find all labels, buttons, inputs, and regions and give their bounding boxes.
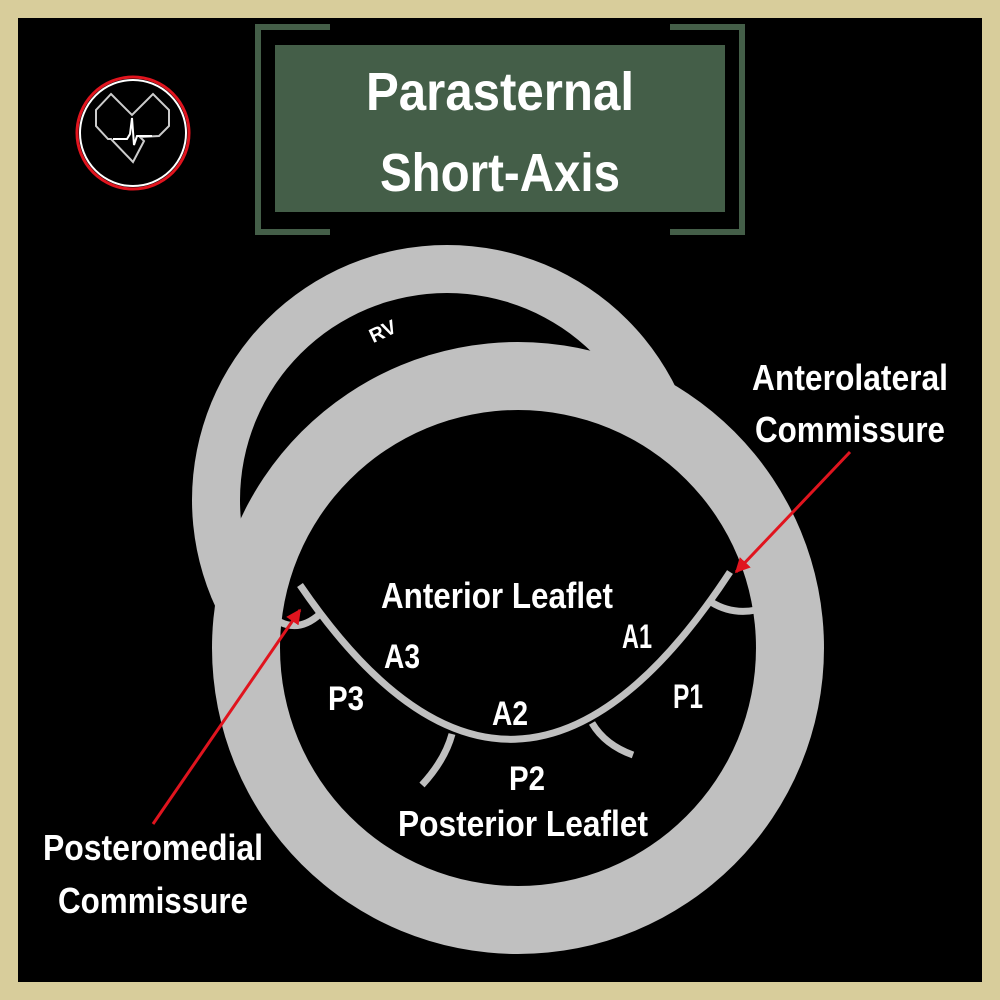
p1-label: P1 bbox=[673, 678, 703, 716]
title-line-2: Short-Axis bbox=[380, 143, 620, 203]
p2-p1-scallop-divider bbox=[588, 721, 635, 759]
title-line-1: Parasternal bbox=[366, 62, 634, 122]
posteromedial-label-line-1: Posteromedial bbox=[43, 827, 263, 868]
heart-logo-icon bbox=[75, 75, 191, 191]
p3-p2-scallop-divider bbox=[419, 733, 456, 788]
p3-label: P3 bbox=[328, 680, 364, 718]
anterior-leaflet-label: Anterior Leaflet bbox=[381, 575, 613, 616]
anterolateral-label-line-2: Commissure bbox=[755, 409, 945, 450]
a1-label: A1 bbox=[622, 618, 652, 656]
anterolateral-commissure-arc bbox=[709, 598, 757, 615]
posteromedial-label-line-2: Commissure bbox=[58, 880, 248, 921]
posteromedial-arrow bbox=[151, 608, 302, 825]
a2-label: A2 bbox=[492, 695, 528, 733]
p2-label: P2 bbox=[509, 760, 545, 798]
anterolateral-label-line-1: Anterolateral bbox=[752, 357, 948, 398]
coaptation-line bbox=[297, 570, 733, 743]
title-frame bbox=[255, 24, 745, 235]
anterolateral-arrow bbox=[734, 450, 852, 574]
a3-label: A3 bbox=[384, 638, 420, 676]
left-ventricle bbox=[212, 342, 824, 954]
posterior-leaflet-label: Posterior Leaflet bbox=[398, 803, 648, 844]
